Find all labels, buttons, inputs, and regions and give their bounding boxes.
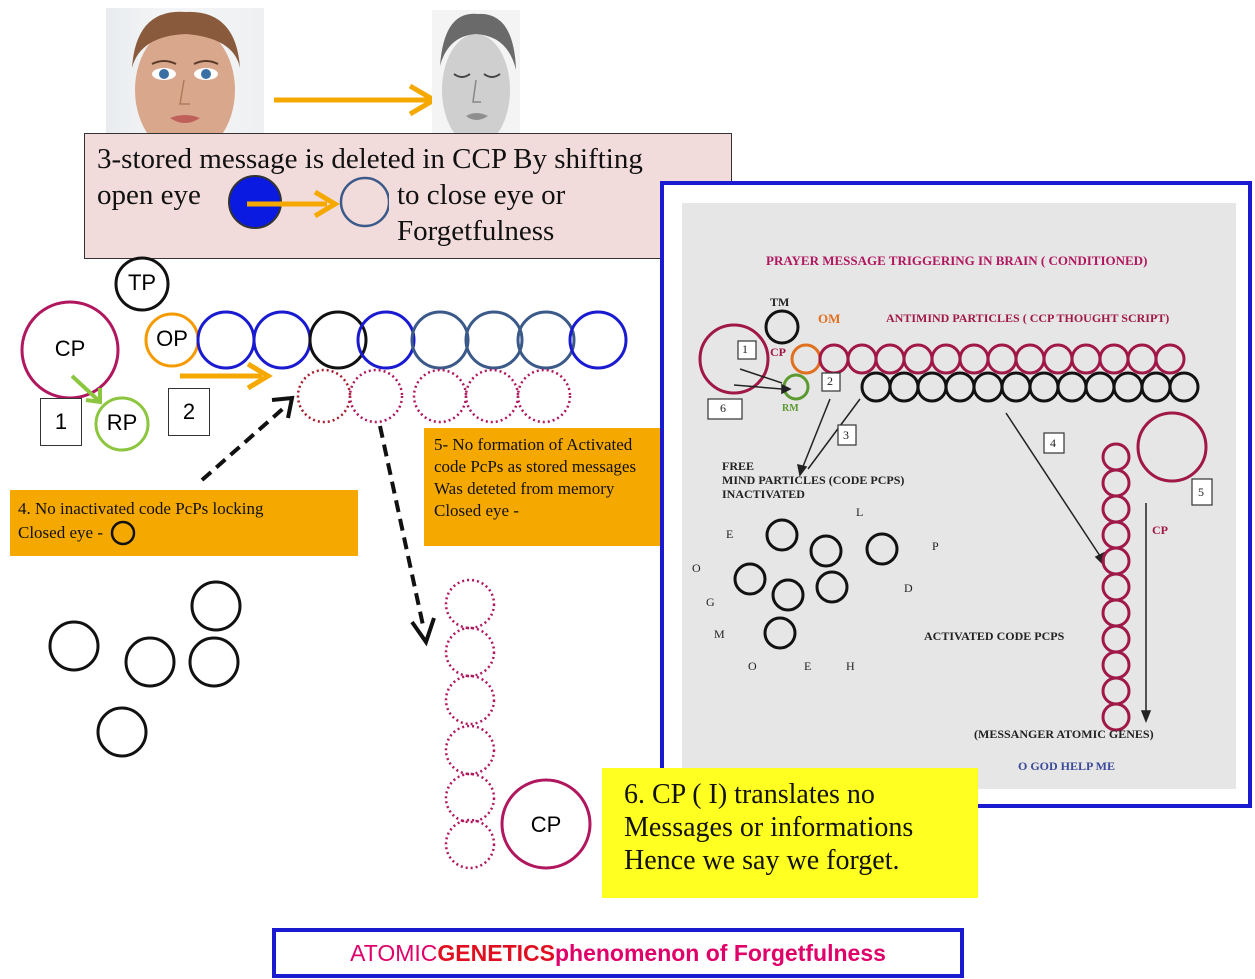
panel-rm: RM [782,403,799,414]
banner-part2: GENETICS [437,939,555,966]
panel-messanger: (MESSANGER ATOMIC GENES) [974,727,1154,741]
note-6-box: 6. CP ( I) translates no Messages or inf… [602,768,978,898]
cp-label: CP [54,336,86,361]
panel-free-2: MIND PARTICLES (CODE PCPS) [722,473,905,487]
panel-letter-o: O [692,561,701,575]
note4-line1: 4. No inactivated code PcPs locking [18,499,264,518]
panel-letter-g: G [706,595,715,609]
panel-n3: 3 [843,428,849,442]
panel-free-1: FREE [722,459,755,473]
cp-bottom-label: CP [530,812,562,837]
scanned-figure-graphics [698,309,1213,732]
panel-letter-m: M [714,627,725,641]
note5-line3: Was deteted from memory [434,479,615,498]
note6-line1: 6. CP ( I) translates no [624,779,875,810]
note-4-box: 4. No inactivated code PcPs locking Clos… [10,490,358,556]
rp-label: RP [106,410,138,435]
scanned-figure: PRAYER MESSAGE TRIGGERING IN BRAIN ( CON… [682,203,1236,789]
title-banner: ATOMIC GENETICS phenomenon of Forgetfuln… [272,928,964,978]
panel-letter-o2: O [748,659,757,673]
note5-line1: 5- No formation of Activated [434,435,633,454]
panel-free-3: INACTIVATED [722,487,805,501]
tp-circle [114,256,170,312]
panel-letter-p: P [932,539,939,553]
open-eyes-face-photo [106,8,264,136]
box3-open-eye-label: open eye [97,179,201,211]
panel-n5: 5 [1198,485,1204,499]
panel-ogod: O GOD HELP ME [1018,759,1116,773]
step-1-box: 1 [40,398,82,446]
left-particle-diagram [20,256,628,870]
box3-forgetfulness-label: Forgetfulness [397,215,555,247]
panel-n2: 2 [827,374,833,388]
banner-part3: phenomenon of Forgetfulness [554,939,886,966]
note5-line4: Closed eye - [434,501,519,520]
panel-letter-e2: E [804,659,812,673]
rp-circle [94,396,150,452]
panel-cp: CP [770,345,786,359]
note6-line3: Hence we say we forget. [624,845,900,876]
panel-n6: 6 [720,401,726,415]
open-to-close-eye-icon [228,175,389,229]
panel-letter-l: L [856,505,864,519]
op-label: OP [156,326,188,351]
prayer-message-figure-panel: PRAYER MESSAGE TRIGGERING IN BRAIN ( CON… [660,181,1252,808]
panel-antimind: ANTIMIND PARTICLES ( CCP THOUGHT SCRIPT) [886,311,1170,325]
orange-arrow-faces [274,83,439,117]
panel-tm: TM [770,295,790,309]
panel-n4: 4 [1050,436,1056,450]
tp-label: TP [127,270,157,295]
box3-line1: 3-stored message is deleted in CCP By sh… [97,143,643,175]
panel-n1: 1 [742,342,748,356]
banner-part1: ATOMIC [350,939,438,966]
closed-eyes-face-photo [432,10,520,138]
closed-eye-icon [110,520,136,546]
panel-title: PRAYER MESSAGE TRIGGERING IN BRAIN ( CON… [766,253,1148,268]
panel-letter-e: E [726,527,734,541]
panel-letter-h: H [846,659,855,673]
step-2-box: 2 [168,388,210,436]
panel-activated: ACTIVATED CODE PCPS [924,629,1065,643]
note5-line2: code PcPs as stored messages [434,457,637,476]
note4-line2: Closed eye - [18,523,103,542]
note6-line2: Messages or informations [624,812,914,843]
stored-message-deleted-box: 3-stored message is deleted in CCP By sh… [84,133,732,259]
panel-cp-right: CP [1152,523,1168,537]
panel-letter-d: D [904,581,913,595]
box3-close-eye-label: to close eye or [397,179,566,211]
panel-om: OM [818,311,841,326]
